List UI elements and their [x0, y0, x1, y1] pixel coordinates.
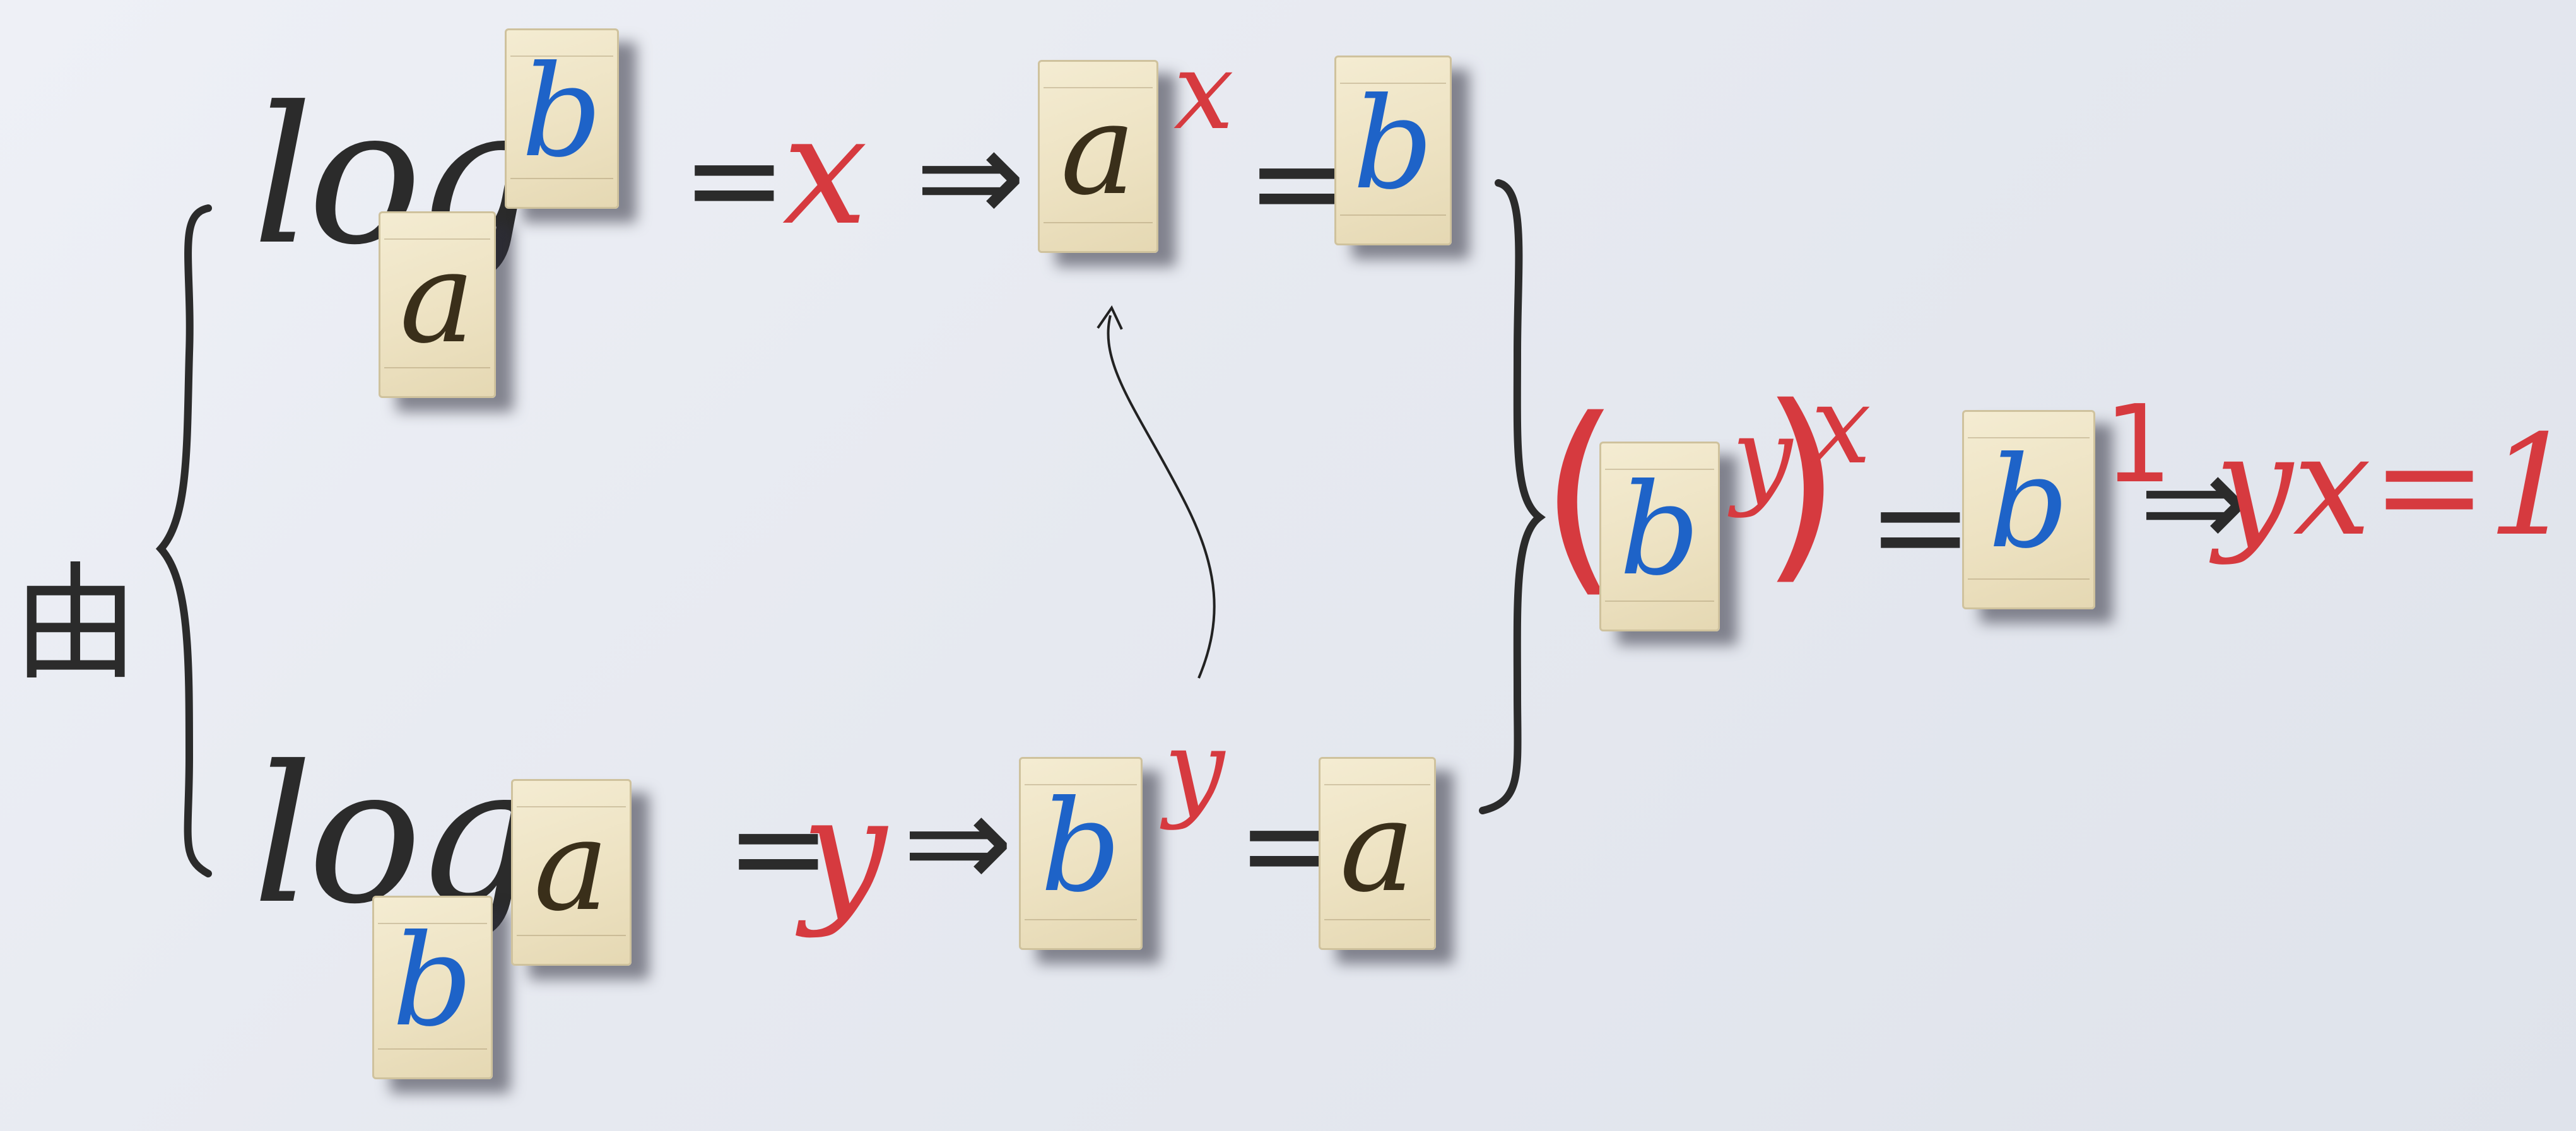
whiteboard-photo: 由 log a b = x ⇒ a x = b log b a = y ⇒ b … — [13, 28, 2576, 1079]
combined-conclusion: yx=1 — [2214, 405, 2576, 566]
row2-power-exponent-y: y — [1164, 707, 1225, 832]
row2-power-base-letter: b — [1040, 773, 1122, 920]
row1-rhs-letter: b — [1352, 70, 1434, 218]
row2-base-letter: b — [392, 907, 473, 1055]
row2-tile-rhs: a — [1319, 757, 1436, 950]
combined-close-paren: ) — [1760, 361, 1842, 604]
row1-argument-letter: b — [521, 38, 603, 185]
row1-base-letter: a — [399, 225, 475, 372]
combined-tile-rhs: b — [1962, 410, 2095, 609]
row1-power-exponent-x: x — [1173, 29, 1234, 154]
row2-rhs-letter: a — [1339, 773, 1415, 920]
combined-rhs-letter: b — [1988, 430, 2069, 577]
row2-equals-1: = — [726, 775, 832, 922]
combined-rhs-exponent-1: 1 — [2104, 382, 2173, 507]
row2-argument-letter: a — [533, 792, 609, 939]
row1-tile-argument: b — [505, 28, 619, 209]
combined-implies-arrow: ⇒ — [2139, 424, 2250, 578]
row1-power-base-letter: a — [1060, 76, 1136, 223]
row2-tile-base: b — [372, 896, 493, 1079]
row2-tile-power-base: b — [1019, 757, 1143, 950]
row1-tile-power-base: a — [1038, 60, 1158, 253]
row1-result-x: x — [782, 82, 868, 259]
row1-equals-2: = — [1246, 109, 1352, 256]
row1-tile-base: a — [379, 211, 496, 398]
row1-equals-1: = — [681, 106, 787, 253]
row2-implies-arrow: ⇒ — [902, 765, 1013, 919]
brace-left — [155, 179, 1546, 877]
row1-tile-rhs: b — [1334, 56, 1452, 245]
you-character: 由 — [13, 551, 139, 698]
combined-tile-base: b — [1599, 442, 1720, 631]
combined-equals: = — [1867, 453, 1973, 600]
row1-implies-arrow: ⇒ — [915, 99, 1026, 254]
combined-inner-exponent-y: y — [1732, 395, 1793, 520]
combined-base-letter: b — [1619, 456, 1700, 604]
combined-outer-exponent-x: x — [1811, 363, 1871, 488]
row2-result-y: y — [801, 763, 887, 940]
row2-tile-argument: a — [511, 779, 632, 966]
